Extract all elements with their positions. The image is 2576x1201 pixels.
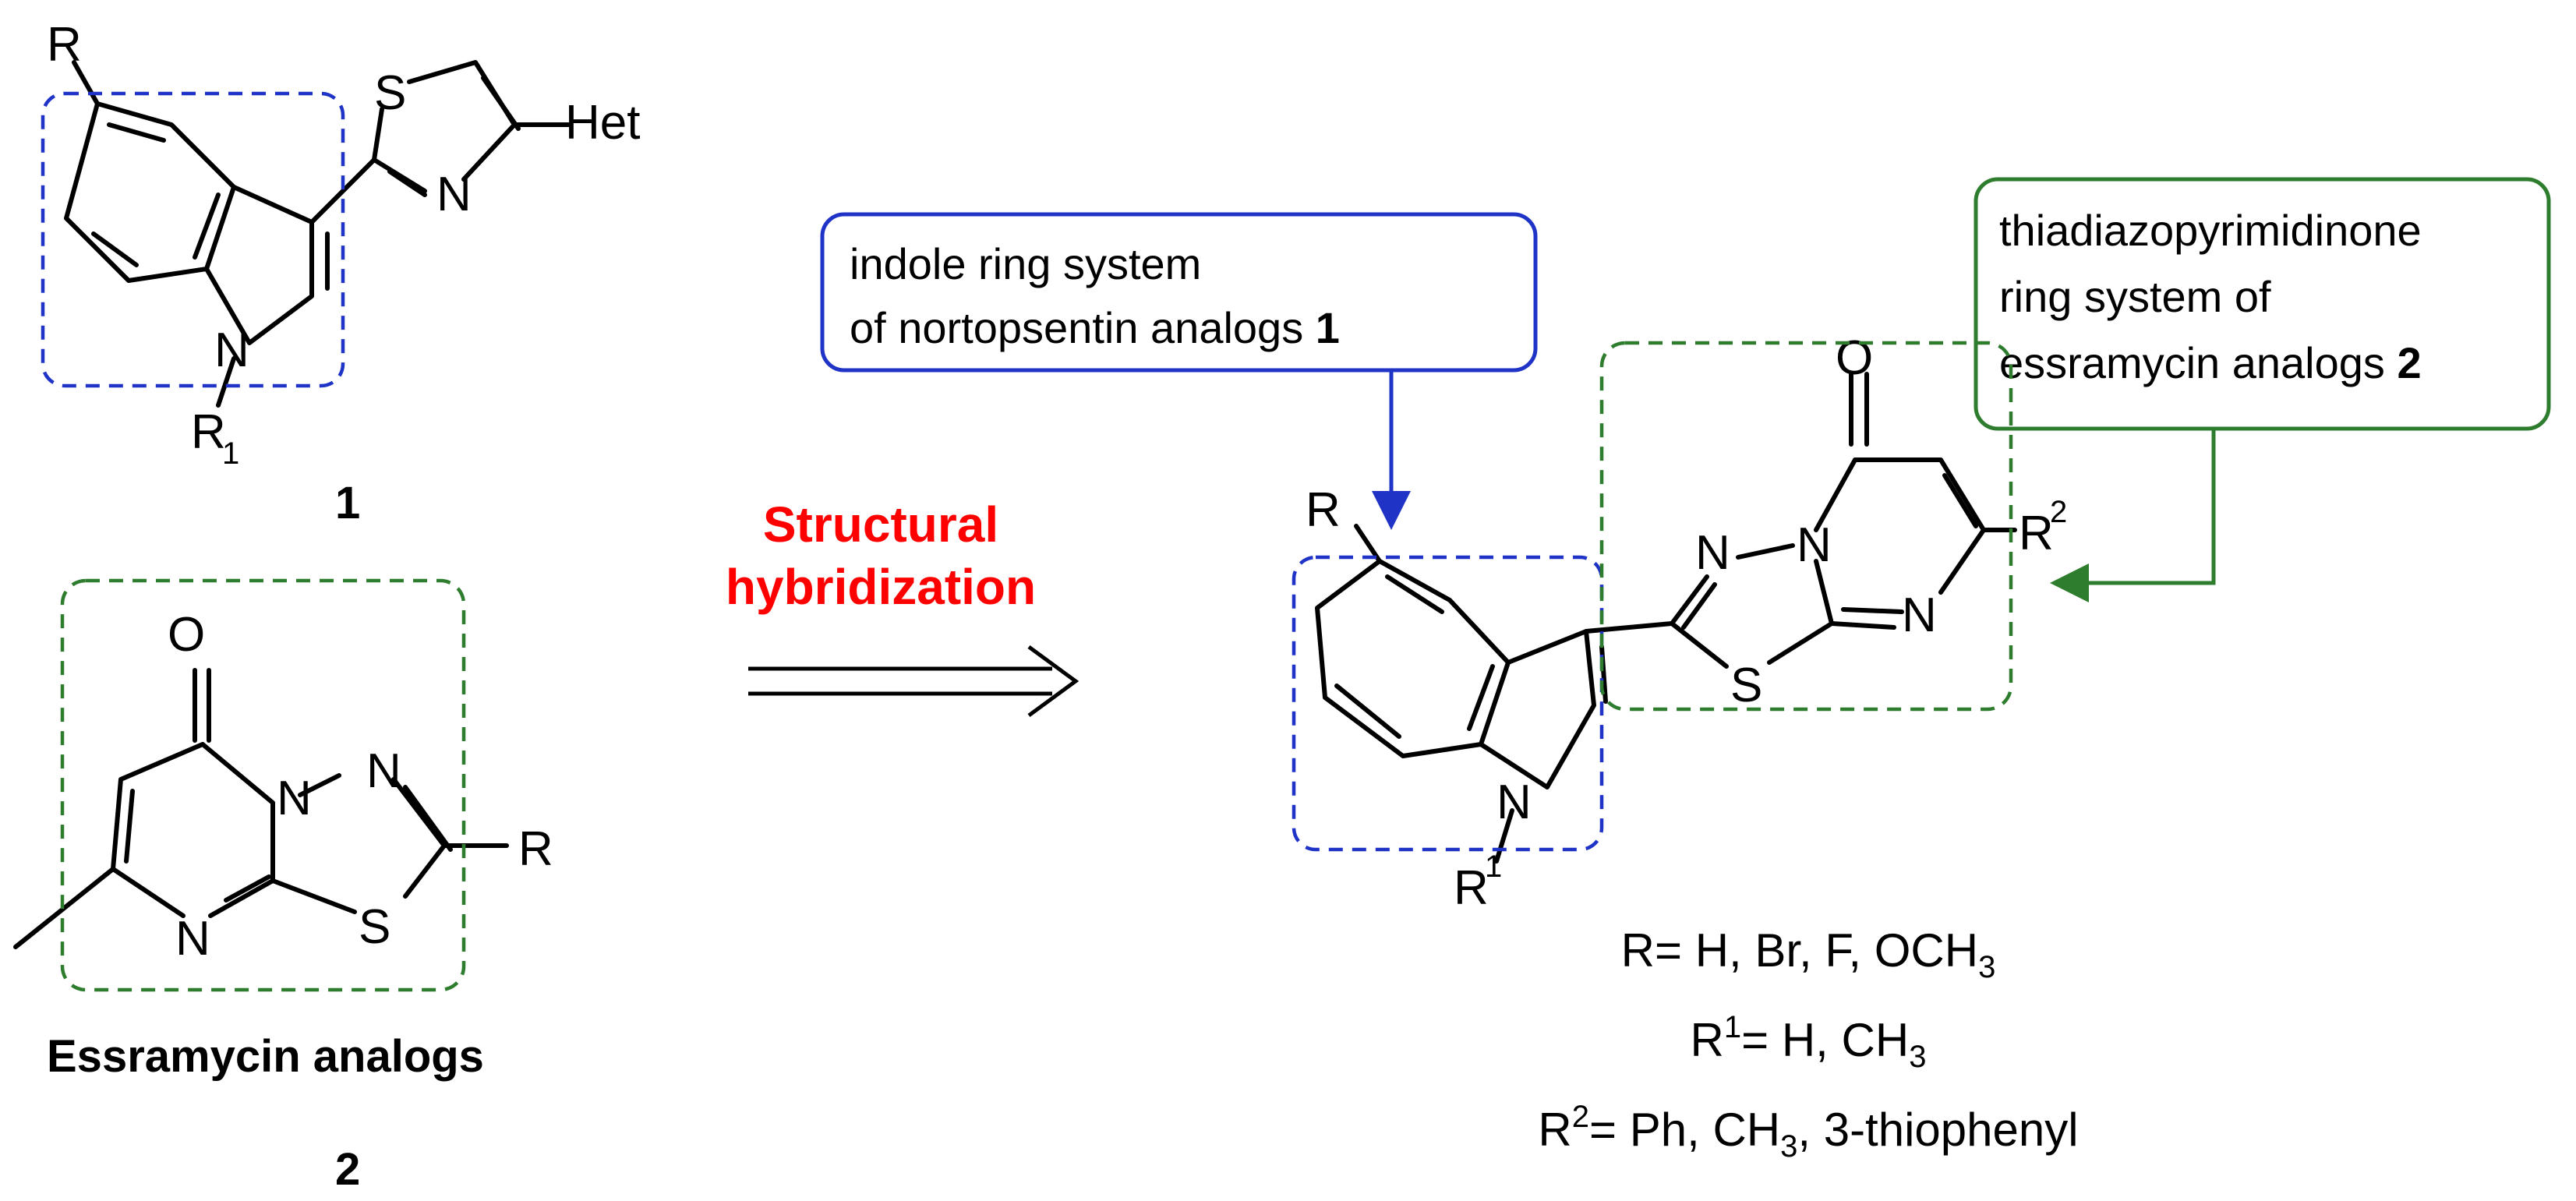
c1-r1-subscript: 1 [222, 436, 239, 471]
c2-caption: Essramycin analogs [47, 1031, 484, 1082]
hybrid-s-atom: S [1730, 659, 1762, 712]
hybrid-indole-highlight-box [1292, 555, 1604, 852]
hybrid-o-atom: O [1836, 331, 1873, 385]
callout-indole-line2: of nortopsentin analogs 1 [850, 303, 1340, 352]
hybrid-n-a-atom: N [1695, 526, 1730, 580]
hybrid-n-b-atom: N [1797, 518, 1832, 572]
c2-number: 2 [335, 1144, 360, 1195]
substituent-r1-superscript: 1 [1724, 1010, 1741, 1044]
callout-indole-ref: 1 [1316, 303, 1340, 352]
c1-number: 1 [335, 478, 360, 528]
substituent-r2-base: R [1538, 1104, 1571, 1156]
c2-core-highlight-box [60, 578, 466, 992]
compound-1-structure [64, 60, 571, 408]
substituent-r2-mid: = Ph, CH [1589, 1104, 1780, 1156]
c1-s-atom: S [374, 66, 406, 120]
arrow-label-line2: hybridization [726, 559, 1036, 615]
hybrid-r2-superscript: 2 [2050, 495, 2067, 529]
substituent-r2-superscript: 2 [1572, 1100, 1589, 1134]
c2-r-label: R [518, 822, 553, 876]
substituent-r1-text: = H, CH [1741, 1014, 1909, 1066]
callout-indole-line1: indole ring system [850, 239, 1201, 288]
substituent-r1-line: R1= H, CH3 [1691, 1010, 1927, 1074]
callout-indole-box [820, 212, 1538, 373]
hybrid-n-indole-atom: N [1496, 775, 1532, 829]
callout-thiadiazo-ref: 2 [2397, 338, 2421, 387]
c2-s-atom: S [359, 900, 390, 954]
c1-het-label: Het [565, 96, 640, 150]
hybrid-r1-superscript: 1 [1485, 850, 1502, 884]
hybrid-r-label: R [1306, 483, 1341, 537]
callout-thiadiazo-arrow [2050, 429, 2216, 602]
callout-indole-text: of nortopsentin analogs [850, 303, 1316, 352]
substituent-r-line: R= H, Br, F, OCH3 [1621, 924, 1996, 984]
c1-n-indole-atom: N [214, 323, 249, 377]
substituent-r1-base: R [1691, 1014, 1724, 1066]
callout-thiadiazo-line3: essramycin analogs 2 [1999, 338, 2422, 387]
substituent-r2-text: , 3-thiophenyl [1797, 1104, 2078, 1156]
callout-thiadiazo-text: essramycin analogs [1999, 338, 2397, 387]
retrosynthetic-arrow [748, 645, 1080, 718]
c2-o-atom: O [168, 608, 205, 662]
c2-n-ring-atom: N [277, 772, 312, 825]
substituent-r2-line: R2= Ph, CH3, 3-thiophenyl [1538, 1100, 2078, 1164]
hybrid-r2-label: R [2019, 507, 2054, 560]
hybrid-thiadiazo-highlight-box [1599, 341, 2013, 712]
callout-thiadiazo-line1: thiadiazopyrimidinone [1999, 206, 2422, 255]
substituent-r-text: R= H, Br, F, OCH [1621, 924, 1978, 977]
callout-thiadiazo-box [1974, 177, 2551, 431]
substituent-r1-subscript: 3 [1909, 1040, 1926, 1074]
c1-indole-highlight-box [41, 91, 345, 388]
compound-2-structure [13, 668, 509, 949]
substituent-r2-subscript: 3 [1780, 1129, 1797, 1164]
c2-n-top-atom: N [366, 744, 401, 798]
c1-r-label: R [47, 18, 82, 72]
callout-thiadiazo-line2: ring system of [1999, 272, 2271, 321]
c2-n-bottom-atom: N [175, 912, 210, 966]
arrow-label-line1: Structural [763, 496, 998, 553]
substituent-r-subscript: 3 [1978, 950, 1995, 984]
c1-n-thiazole-atom: N [436, 168, 472, 221]
hybrid-n-c-atom: N [1902, 588, 1937, 642]
hybrid-r1-label: R [1454, 861, 1489, 915]
c1-r1-label: R [191, 405, 226, 459]
